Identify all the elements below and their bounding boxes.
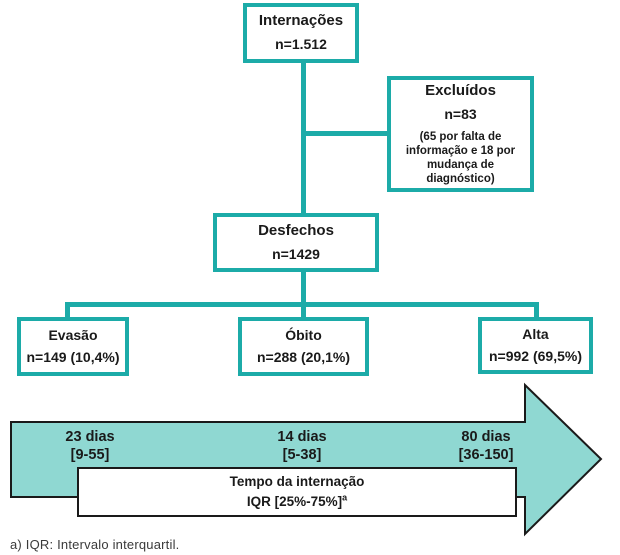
arrow-label-evasao-days: 23 dias [65,429,115,445]
arrow-label-obito-iqr: [5-38] [282,447,322,463]
evasao-box: Evasão n=149 (10,4%) [17,317,129,376]
connector-outcomes-horizontal [65,302,539,307]
connector-drop-evasao [65,302,70,319]
obito-title: Óbito [285,326,322,343]
connector-drop-alta [534,302,539,319]
arrow-label-evasao-iqr: [9-55] [70,447,110,463]
internacoes-count: n=1.512 [275,36,327,53]
arrow-label-obito-days: 14 dias [277,429,327,445]
desfechos-box: Desfechos n=1429 [213,213,379,272]
evasao-title: Evasão [48,326,98,343]
arrow-caption-subtitle: IQR [25%-75%]a [246,492,348,509]
arrow-label-alta-iqr: [36-150] [458,447,514,463]
excluidos-count: n=83 [444,106,477,123]
excluidos-title: Excluídos [425,82,496,100]
desfechos-title: Desfechos [258,221,334,239]
alta-box: Alta n=992 (69,5%) [478,317,593,374]
obito-count: n=288 (20,1%) [257,349,350,365]
arrow-label-evasao: 23 dias [9-55] [25,428,155,464]
desfechos-count: n=1429 [272,245,320,262]
arrow-caption-title: Tempo da internação [229,474,365,490]
arrow-label-obito: 14 dias [5-38] [237,428,367,464]
alta-title: Alta [522,325,549,342]
excluidos-detail: (65 por falta de informação e 18 por mud… [405,130,516,185]
internacoes-box: Internações n=1.512 [243,3,359,63]
internacoes-title: Internações [258,12,344,30]
footnote: a) IQR: Intervalo interquartil. [10,537,180,552]
arrow-label-alta: 80 dias [36-150] [421,428,551,464]
excluidos-box: Excluídos n=83 (65 por falta de informaç… [387,76,534,192]
connector-internacoes-desfechos [301,62,306,214]
arrow-caption-box: Tempo da internação IQR [25%-75%]a [77,467,517,517]
evasao-count: n=149 (10,4%) [26,349,120,365]
alta-count: n=992 (69,5%) [489,348,582,364]
footnote-marker: a [342,492,348,503]
connector-desfechos-branch [301,271,306,319]
obito-box: Óbito n=288 (20,1%) [238,317,369,376]
arrow-label-alta-days: 80 dias [461,429,511,445]
connector-excluidos-branch [303,131,387,136]
